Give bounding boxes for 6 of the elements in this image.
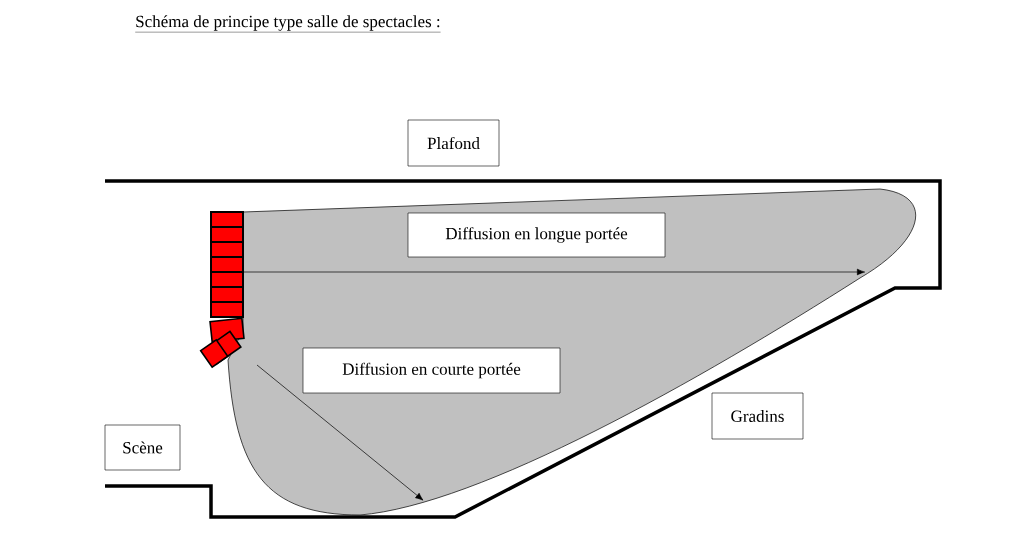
label-box: Gradins — [711, 392, 804, 440]
label-box: Plafond — [407, 119, 500, 167]
label-box: Diffusion en courte portée — [302, 347, 561, 394]
title: Schéma de principe type salle de spectacles : — [135, 15, 441, 33]
label-box: Diffusion en longue portée — [407, 212, 666, 258]
label-box: Scène — [104, 424, 181, 471]
